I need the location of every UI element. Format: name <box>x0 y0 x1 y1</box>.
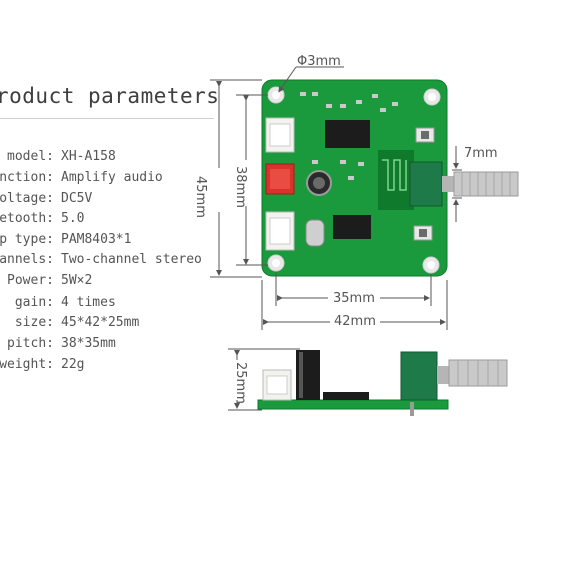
title-underline <box>0 118 214 119</box>
hole-diameter-label: Φ3mm <box>297 54 341 69</box>
param-value: 45*42*25mm <box>61 315 140 330</box>
param-value: DC5V <box>61 191 93 206</box>
param-label: size: <box>14 315 54 330</box>
param-value: 22g <box>61 357 85 372</box>
param-label: model: <box>7 149 54 164</box>
pcb-top-view <box>261 79 519 277</box>
param-label: luetooth: <box>0 211 54 226</box>
param-value: PAM8403*1 <box>61 232 132 247</box>
inner-width-label: 35mm <box>333 291 375 306</box>
outer-width-label: 42mm <box>334 314 376 329</box>
page-title: roduct parameters <box>0 84 220 108</box>
param-label: unction: <box>0 170 54 185</box>
param-value: 5W×2 <box>61 273 93 288</box>
param-value: XH-A158 <box>61 149 116 164</box>
param-value: 4 times <box>61 295 116 310</box>
param-value: 5.0 <box>61 211 85 226</box>
param-value: Two-channel stereo <box>61 252 202 267</box>
param-label: Voltage: <box>0 191 54 206</box>
param-label: e pitch: <box>0 336 54 351</box>
param-label: t Power: <box>0 273 54 288</box>
knob-offset-label: 7mm <box>464 146 498 161</box>
param-value: Amplify audio <box>61 170 163 185</box>
param-value: 38*35mm <box>61 336 116 351</box>
param-label: p type: <box>0 232 54 247</box>
param-label: weight: <box>0 357 54 372</box>
pcb-side-view <box>257 350 508 416</box>
param-label: gain: <box>14 295 54 310</box>
